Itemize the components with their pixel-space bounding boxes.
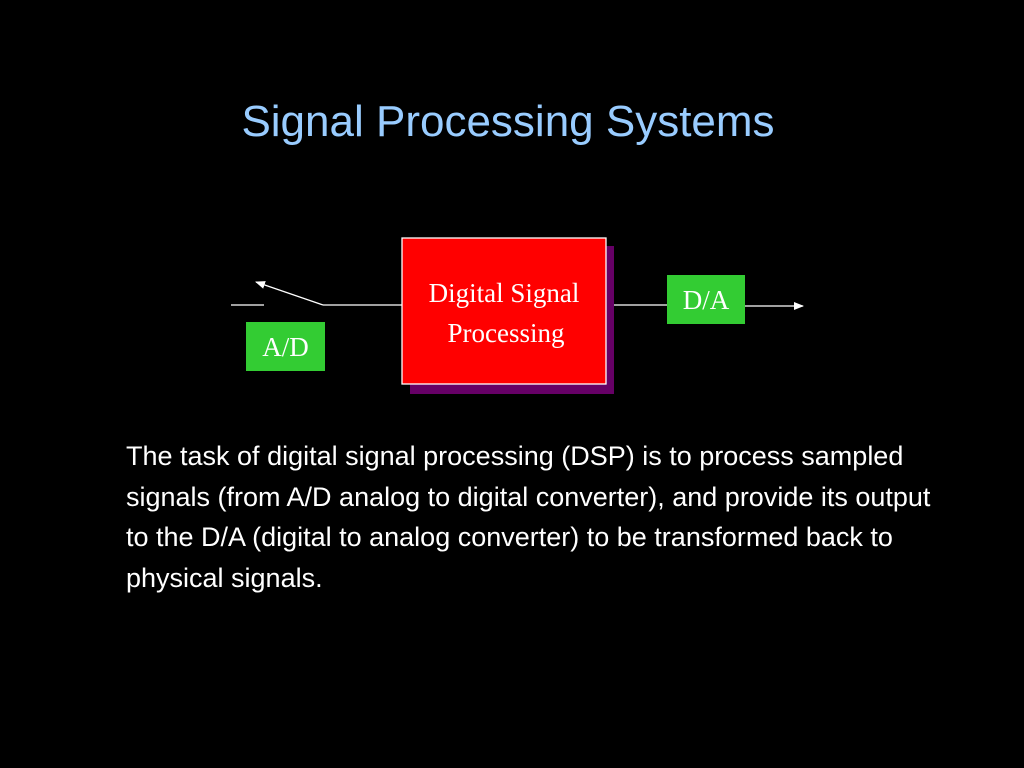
dac-label: D/A	[683, 285, 730, 315]
adc-label: A/D	[262, 332, 309, 362]
dac-box	[667, 275, 745, 324]
slide-body-text: The task of digital signal processing (D…	[126, 441, 931, 593]
dsp-block-label-line1: Digital Signal	[429, 278, 580, 308]
adc-box	[246, 322, 325, 371]
dsp-block	[401, 237, 607, 385]
dsp-block-label-line2: Processing	[448, 318, 565, 348]
slide-title: Signal Processing Systems	[241, 97, 775, 146]
sampling-switch-arm	[255, 281, 324, 306]
